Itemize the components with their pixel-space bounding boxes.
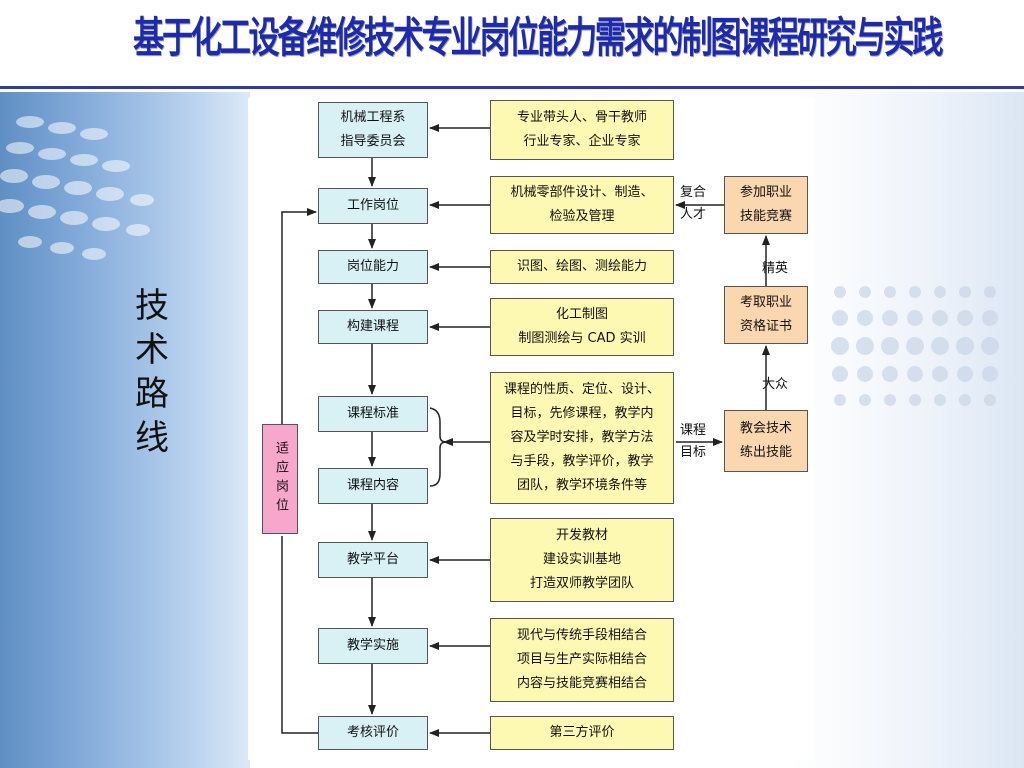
page-title: 基于化工设备维修技术专业岗位能力需求的制图课程研究与实践 <box>133 13 943 62</box>
label-text: 目标 <box>680 445 707 460</box>
step-build: 构建课程 <box>318 310 428 344</box>
background-left-gradient <box>0 92 250 768</box>
decorative-dots <box>0 116 999 406</box>
title-bar: 基于化工设备维修技术专业岗位能力需求的制图课程研究与实践 <box>0 0 1024 92</box>
side-label-char: 路 <box>135 374 169 414</box>
detail-text: 开发教材 <box>555 528 608 543</box>
loop-top <box>281 208 317 424</box>
detail-text: 容及学时安排，教学方法 <box>510 430 654 445</box>
step-text: 教学实施 <box>346 638 399 653</box>
step-ability: 岗位能力 <box>318 250 428 284</box>
detail-text: 专业带头人、骨干教师 <box>516 110 647 125</box>
detail-text: 打造双师教学团队 <box>529 576 634 591</box>
adapt-post-box: 适应岗位 <box>262 424 298 534</box>
side-label-char: 线 <box>135 418 169 458</box>
detail-methods: 现代与传统手段相结合 项目与生产实际相结合 内容与技能竞赛相结合 <box>490 618 674 702</box>
step-evaluate: 考核评价 <box>318 716 428 750</box>
label-text: 复合 <box>680 185 707 200</box>
detail-cad: 化工制图 制图测绘与 CAD 实训 <box>490 298 674 356</box>
label-public: 大众 <box>762 377 789 392</box>
step-implement: 教学实施 <box>318 628 428 664</box>
detail-text: 项目与生产实际相结合 <box>516 652 647 667</box>
detail-course: 课程的性质、定位、设计、 目标，先修课程，教学内 容及学时安排，教学方法 与手段… <box>490 372 674 504</box>
outcome-contest: 参加职业 技能竞赛 <box>724 176 808 234</box>
detail-text: 现代与传统手段相结合 <box>516 628 647 643</box>
detail-text: 内容与技能竞赛相结合 <box>516 676 647 691</box>
label-course-goal: 课程 目标 <box>680 420 706 464</box>
label-composite: 复合 人才 <box>680 182 706 226</box>
side-label-char: 技 <box>135 286 169 326</box>
step-text: 工作岗位 <box>346 198 399 213</box>
detail-text: 机械零部件设计、制造、 <box>510 185 654 200</box>
detail-experts: 专业带头人、骨干教师 行业专家、企业专家 <box>490 100 674 160</box>
step-text: 岗位能力 <box>346 259 399 274</box>
label-elite: 精英 <box>762 261 789 276</box>
outcome-text: 技能竞赛 <box>739 209 792 224</box>
loop-bottom <box>281 536 318 734</box>
detail-text: 课程的性质、定位、设计、 <box>503 382 660 397</box>
background-right-gradient <box>790 92 1024 768</box>
detail-thirdparty: 第三方评价 <box>490 716 674 750</box>
side-label-char: 术 <box>135 330 169 370</box>
step-text: 考核评价 <box>346 725 399 740</box>
detail-text: 检验及管理 <box>549 209 615 224</box>
outcome-text: 资格证书 <box>739 319 792 334</box>
step-text: 指导委员会 <box>340 134 406 149</box>
side-label: 技 术 路 线 <box>132 284 172 460</box>
outcome-cert: 考取职业 资格证书 <box>724 286 808 344</box>
step-dept: 机械工程系 指导委员会 <box>318 102 428 158</box>
outcome-text: 练出技能 <box>739 445 792 460</box>
label-text: 人才 <box>680 207 707 222</box>
step-text: 机械工程系 <box>340 110 406 125</box>
detail-machine: 机械零部件设计、制造、 检验及管理 <box>490 176 674 234</box>
detail-text: 制图测绘与 CAD 实训 <box>518 331 646 346</box>
step-content: 课程内容 <box>318 468 428 504</box>
outcome-teach: 教会技术 练出技能 <box>724 410 808 472</box>
detail-text: 目标，先修课程，教学内 <box>510 406 654 421</box>
outcome-text: 参加职业 <box>739 185 792 200</box>
step-text: 教学平台 <box>346 552 399 567</box>
detail-text: 建设实训基地 <box>542 552 621 567</box>
step-text: 课程内容 <box>346 478 399 493</box>
step-text: 课程标准 <box>346 406 399 421</box>
adapt-post-text: 适应岗位 <box>273 441 288 517</box>
detail-text: 团队，教学环境条件等 <box>516 478 647 493</box>
detail-materials: 开发教材 建设实训基地 打造双师教学团队 <box>490 518 674 602</box>
step-post: 工作岗位 <box>318 188 428 224</box>
detail-text: 化工制图 <box>555 307 608 322</box>
title-underline <box>0 86 1024 89</box>
detail-skills: 识图、绘图、测绘能力 <box>490 250 674 284</box>
detail-text: 与手段，教学评价，教学 <box>510 454 654 469</box>
label-text: 课程 <box>680 423 707 438</box>
brace-standard-content <box>429 407 447 487</box>
detail-text: 识图、绘图、测绘能力 <box>516 259 647 274</box>
step-platform: 教学平台 <box>318 542 428 578</box>
outcome-text: 教会技术 <box>739 421 792 436</box>
step-text: 构建课程 <box>346 319 399 334</box>
outcome-text: 考取职业 <box>739 295 792 310</box>
detail-text: 第三方评价 <box>549 725 615 740</box>
step-standard: 课程标准 <box>318 396 428 432</box>
detail-text: 行业专家、企业专家 <box>523 134 641 149</box>
